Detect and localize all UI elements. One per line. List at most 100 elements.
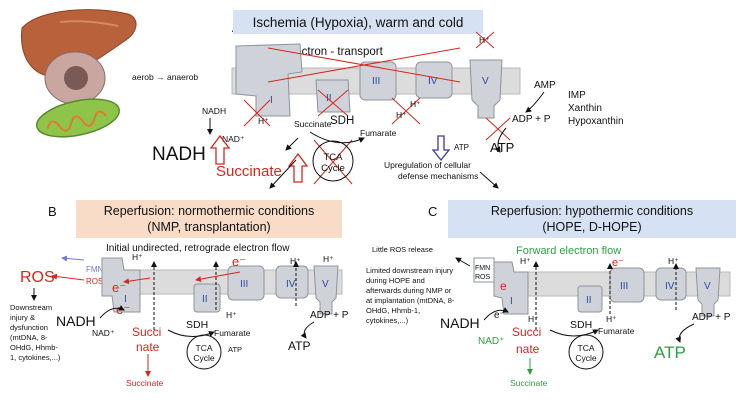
panel-c-letter: C [428,204,437,219]
panel-b-title-box [76,200,342,238]
panel-b-fumarate: Fumarate [214,328,251,338]
panel-c-fmn: FMN [475,265,490,272]
panel-c-h-plus-4: H⁺ [528,314,539,324]
panel-a-atp-down-arrow [431,135,451,162]
panel-a-tca-cycle-circle [312,140,354,182]
panel-a-imp: IMP [568,90,586,101]
panel-b-complex-I [101,257,141,313]
panel-b-letter: B [48,204,57,219]
panel-b-complex-IV [275,265,309,299]
panel-b-downstream-1: Downstream [10,303,52,312]
panel-c-limited-3: afterwards during NMP or [366,286,452,295]
panel-c-succi: Succi [512,325,541,339]
panel-a-tca-line1: TCA [324,152,344,163]
panel-b-complex-IV-label: IV [286,279,296,290]
panel-c-complex-II-label: II [586,295,592,306]
panel-a-complex-V [469,59,503,119]
panel-a-h-plus-mid2: H⁺ [410,99,421,109]
panel-a-h-plus-top: H⁺ [479,35,490,45]
panel-a-complex-II-label: II [326,93,332,104]
panel-c-nadh: NADH [440,315,480,331]
panel-c-limited-2: during HOPE and [366,276,425,285]
panel-b-complex-V-label: V [322,279,329,290]
panel-b-sdh: SDH [186,319,208,331]
panel-c-ros: ROS [475,274,491,281]
panel-a-nadh-up-arrow [209,134,231,165]
panel-b-downstream-6: 1, cytokines,...) [10,353,61,362]
panel-c-title-line1: Reperfusion: hypothermic conditions [491,204,693,218]
liver-illustration [20,9,137,78]
panel-b-subtitle: Initial undirected, retrograde electron … [106,243,290,254]
panel-c-e-minus-2: e⁻ [612,257,624,269]
panel-a-nad-plus: NAD⁺ [222,134,245,144]
panel-c-tca-line1: TCA [578,343,595,353]
panel-b-succi: Succi [132,325,161,339]
panel-b-e-minus-3: e⁻ [232,254,246,269]
panel-a-nadh-small: NADH [202,106,226,116]
panel-c-limited-5: OHdG, Hhmb-1, [366,306,420,315]
panel-a-adp-p: ADP + P [512,114,551,125]
panel-a-title-box [233,10,483,34]
panel-b-succinate-out: Succinate [126,378,164,388]
panel-a-complex-IV-label: IV [428,76,438,87]
panel-c-atp: ATP [654,343,686,362]
panel-c-e-minus-1: e⁻ [494,310,505,321]
panel-b-complex-III [227,265,265,301]
panel-a-h-plus-mid1: H⁺ [396,110,407,120]
panel-b-downstream-3: dysfunction [10,323,48,332]
panel-a-upregulation-2: defense mechanisms [398,171,478,181]
panel-a-succinate-big: Succinate [216,163,282,180]
panel-a-amp: AMP [534,80,556,91]
panel-c-h-plus-1: H⁺ [520,256,531,266]
panel-b-tca-line2: Cycle [193,353,215,363]
panel-c-e-red: e [500,279,507,293]
panel-c-succinate-out: Succinate [510,378,548,388]
panel-c-forward-flow: Forward electron flow [516,245,621,257]
panel-a-title: Ischemia (Hypoxia), warm and cold [253,15,464,30]
panel-b-ros-small: ROS [86,277,103,286]
panel-b-nate: nate [136,340,160,354]
panel-b-complex-V [313,265,339,315]
panel-c-little-ros: Little ROS release [372,245,433,254]
panel-c-limited-4: at implantation (mtDNA, 8- [366,296,455,305]
panel-b-atp-small: ATP [228,345,242,354]
panel-c-tca-line2: Cycle [575,353,597,363]
panel-b-nadh: NADH [56,313,96,329]
panel-c-complex-IV-label: IV [665,281,675,292]
panel-b-adp-p: ADP + P [310,310,349,321]
panel-a-hypoxanthin: Hypoxanthin [568,116,624,127]
panel-a-complex-III [359,61,397,101]
panel-c-complex-IV [655,267,687,301]
panel-c-limited-6: cytokines,...) [366,316,409,325]
panel-c-tca-cycle-circle [568,334,604,370]
panel-c-complex-III-label: III [620,281,628,292]
panel-a-complex-V-label: V [482,76,489,87]
panel-c-complex-I [493,261,529,315]
panel-c-title-line2: (HOPE, D-HOPE) [542,220,641,234]
panel-a-complex-III-label: III [372,76,380,87]
panel-a-atp-small: ATP [454,143,469,152]
panel-a-complex-II [315,79,351,113]
panel-a-fumarate: Fumarate [360,128,397,138]
panel-b-tca-line1: TCA [196,343,213,353]
panel-b-title-line2: (NMP, transplantation) [147,220,270,234]
panel-b-h-plus-1: H⁺ [132,252,143,262]
panel-c-complex-I-label: I [510,296,513,307]
panel-c-complex-V-label: V [704,281,711,292]
panel-b-title-line1: Reperfusion: normothermic conditions [104,204,315,218]
mitochondrion-illustration [36,98,120,138]
panel-c-complex-II [577,285,603,313]
panel-b-atp: ATP [288,339,310,353]
panel-c-h-plus-2: H⁺ [668,256,679,266]
panel-c-nate: nate [516,342,540,356]
panel-a-sdh: SDH [330,115,354,127]
panel-a-complex-I-label: I [270,95,273,106]
panel-b-tca-cycle-circle [186,334,222,370]
aerob-anaerob-label: aerob → anaerob [132,72,198,82]
panel-b-ros-big: ROS [20,269,55,286]
cell-illustration [44,51,106,105]
panel-c-sdh: SDH [570,319,592,331]
panel-b-downstream-4: (mtDNA, 8- [10,333,48,342]
panel-a-upregulation-1: Upregulation of cellular [384,160,471,170]
